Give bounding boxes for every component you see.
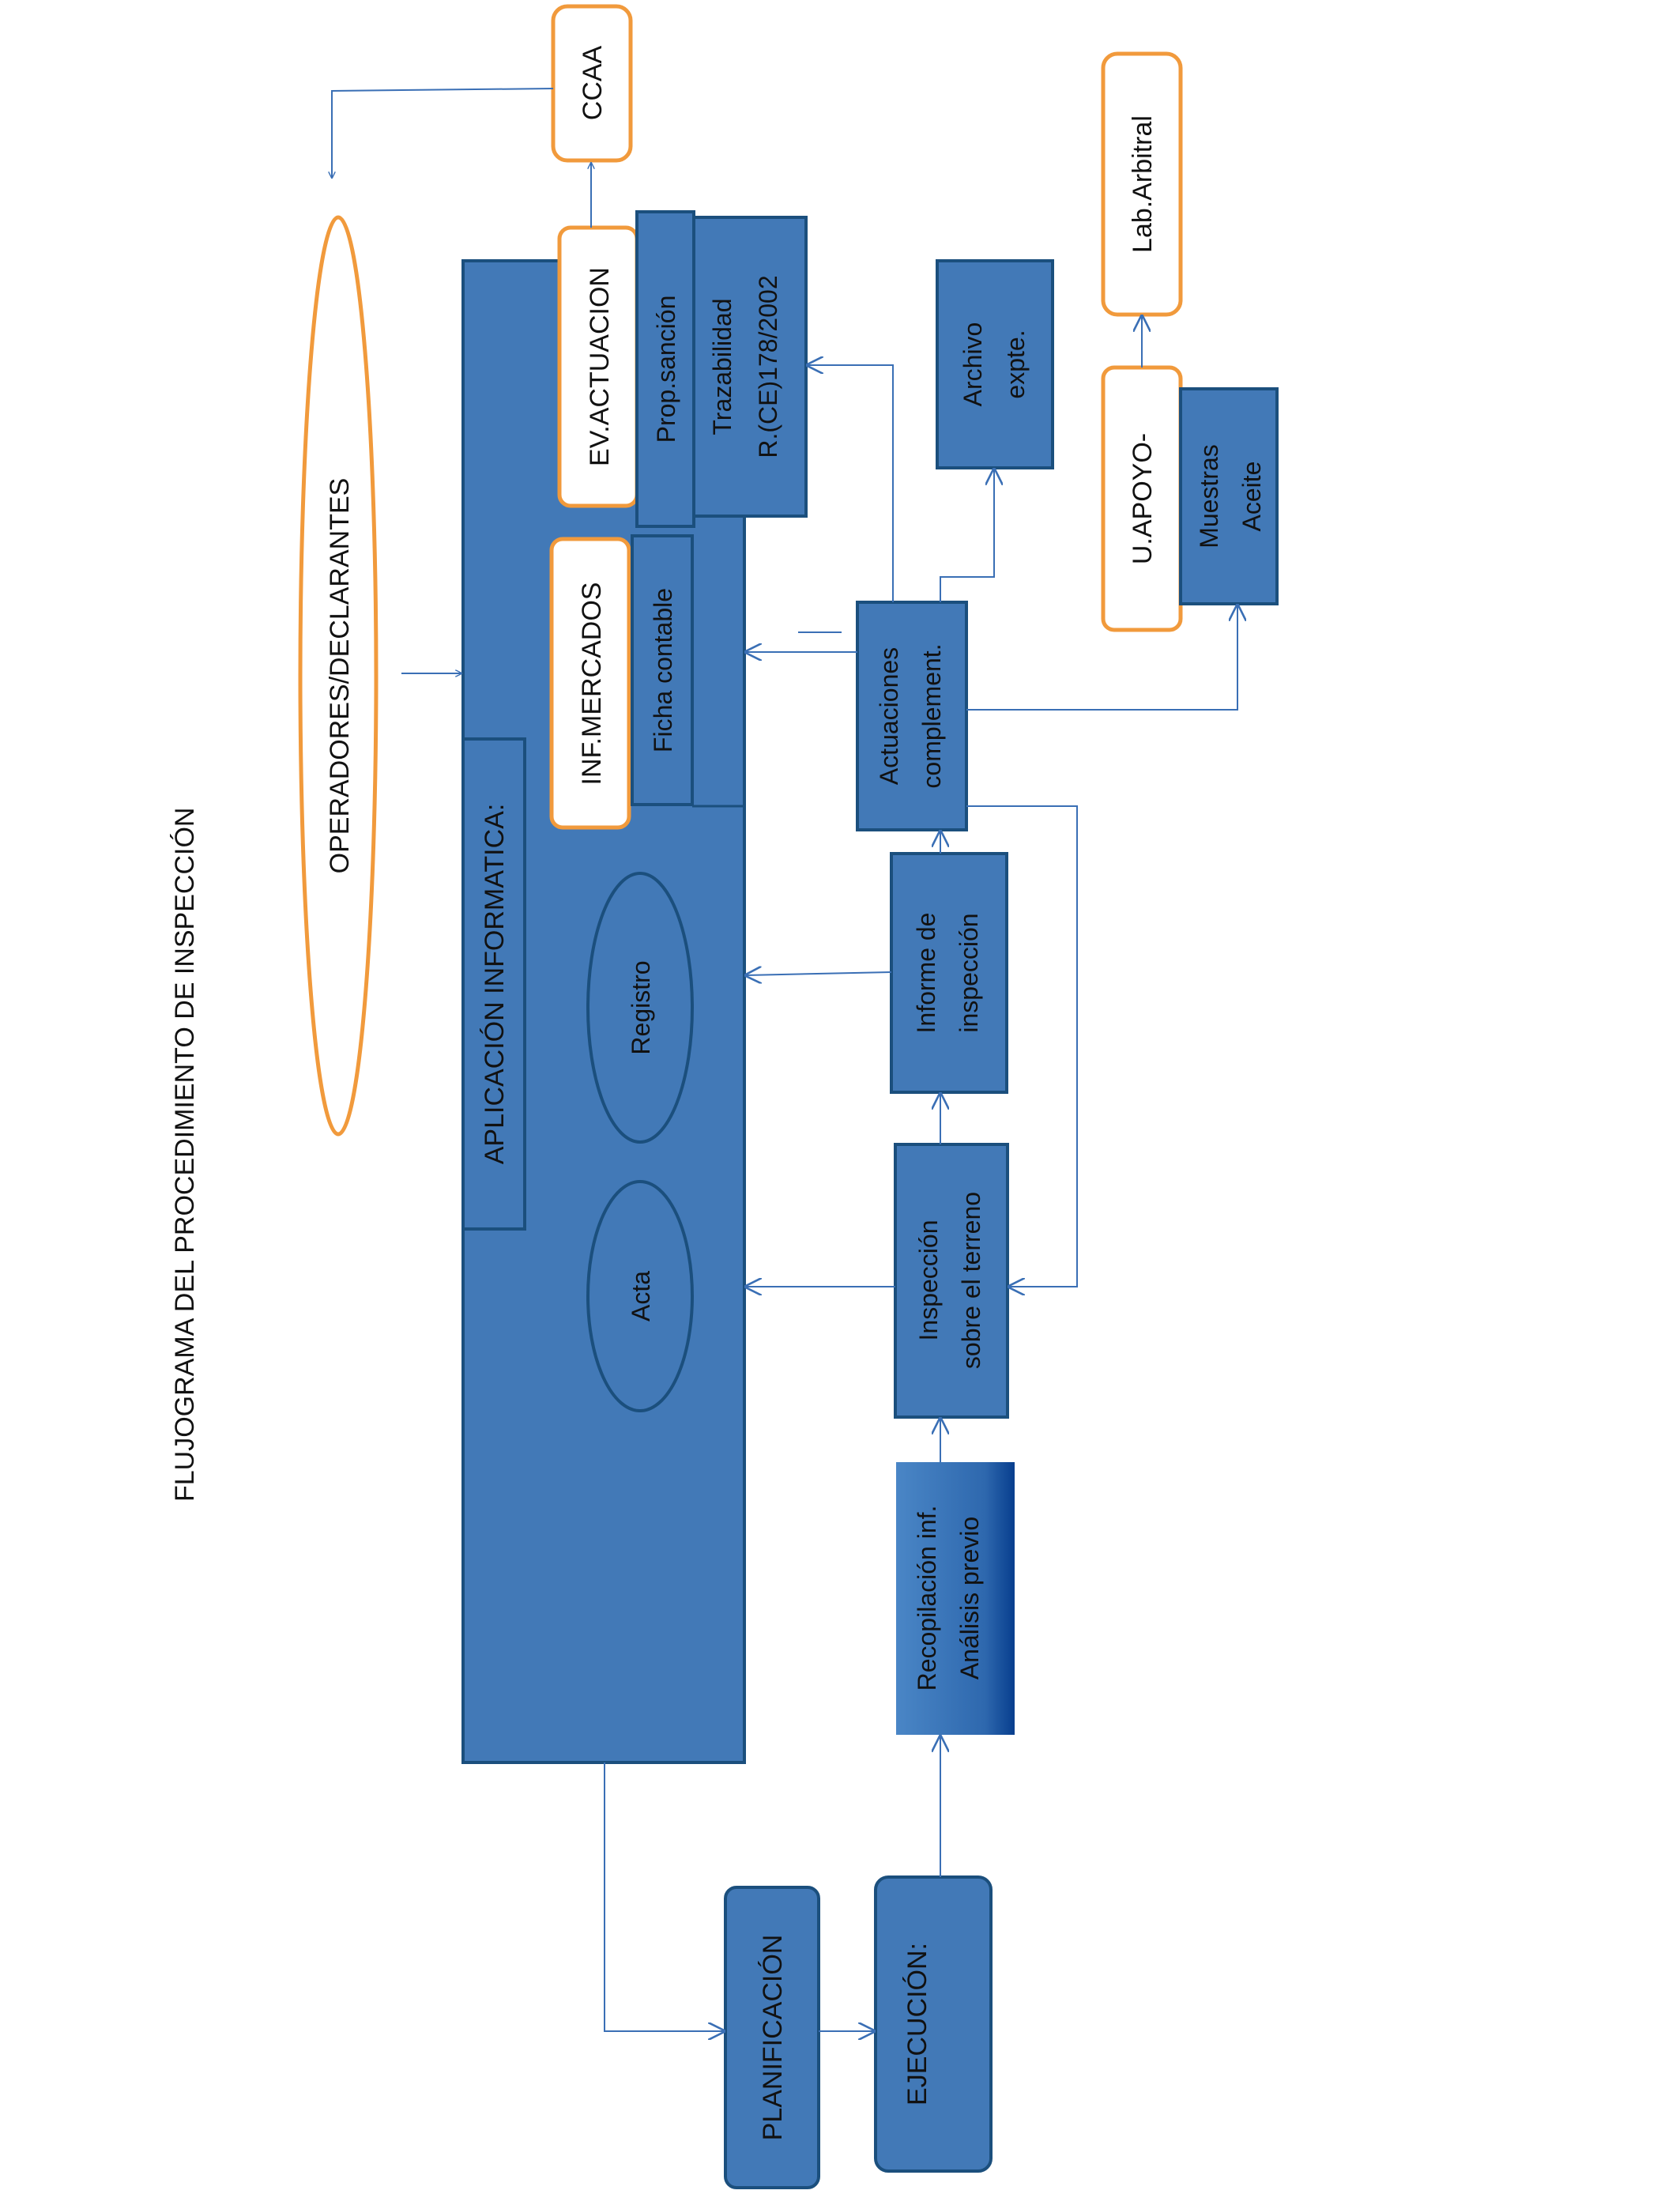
node-ccaa-label: CCAA [578,45,608,120]
node-ejecucion: EJECUCIÓN: [874,1875,993,2173]
node-informe: Informe de inspección [890,852,1008,1094]
node-informe-label-1: Informe de [912,913,940,1034]
node-planificacion-label: PLANIFICACIÓN [758,1935,788,2141]
node-recopilacion-label-1: Recopilación inf. [913,1506,941,1691]
node-registro-label: Registro [627,960,655,1054]
node-inf-mercados-label: INF.MERCADOS [577,582,607,786]
node-u-apoyo-label: U.APOYO- [1128,433,1158,564]
node-operadores: OPERADORES/DECLARANTES [298,215,379,1137]
node-trazabilidad-label-2: R.(CE)178/2002 [754,275,782,458]
node-prop-sancion: Prop.sanción [635,210,695,528]
node-informe-label-2: inspección [955,913,983,1032]
node-aplicacion-label: APLICACIÓN INFORMATICA: [480,804,510,1165]
connectors [332,88,1237,2031]
node-inf-mercados: INF.MERCADOS [549,537,631,830]
edge-ccaa-operadores [332,88,554,178]
diagram-title: FLUJOGRAMA DEL PROCEDIMIENTO DE INSPECCI… [170,808,200,1502]
edge-actuaciones-muestras [966,605,1237,711]
edge-actuaciones-archivo [940,469,994,602]
node-u-apoyo: U.APOYO- [1101,365,1183,632]
node-aplicacion-label-box: APLICACIÓN INFORMATICA: [461,737,526,1231]
node-ev-actuacion-label: EV.ACTUACION [585,267,615,466]
edge-actuaciones-inspeccion [966,805,1078,1287]
node-recopilacion: Recopilación inf. Análisis previo [896,1462,1015,1735]
node-prop-sancion-label: Prop.sanción [652,296,680,443]
node-archivo-label-1: Archivo [959,322,987,407]
node-archivo-label-2: expte. [1001,330,1030,398]
node-trazabilidad-label-1: Trazabilidad [708,298,736,435]
node-ev-actuacion: EV.ACTUACION [557,225,639,508]
node-actuaciones-label-2: complement. [917,643,946,788]
edge-actuaciones-trazabilidad [808,365,894,602]
node-acta-label: Acta [627,1271,655,1321]
edge-informe-aplicacion [746,972,892,975]
node-ccaa: CCAA [551,4,633,163]
node-acta: Acta [586,1180,694,1412]
node-inspeccion-label-1: Inspección [914,1220,943,1341]
node-trazabilidad: Trazabilidad R.(CE)178/2002 [692,216,808,518]
node-ficha-contable-label: Ficha contable [649,588,677,752]
edge-aplicacion-planificacion [604,1762,724,2031]
node-muestras-label-1: Muestras [1195,444,1223,548]
node-inspeccion-label-2: sobre el terreno [957,1192,985,1369]
node-actuaciones-label-1: Actuaciones [875,647,903,785]
node-actuaciones: Actuaciones complement. [856,601,968,831]
node-ficha-contable: Ficha contable [631,534,694,806]
node-lab-arbitral-label: Lab.Arbitral [1128,115,1158,253]
node-inspeccion: Inspección sobre el terreno [894,1143,1009,1419]
node-archivo-expte: Archivo expte. [936,259,1054,469]
node-planificacion: PLANIFICACIÓN [724,1886,820,2189]
node-lab-arbitral: Lab.Arbitral [1101,51,1183,317]
node-operadores-label: OPERADORES/DECLARANTES [325,478,355,874]
node-registro: Registro [586,872,694,1144]
node-ejecucion-label: EJECUCIÓN: [902,1943,932,2105]
node-muestras-label-2: Aceite [1237,462,1266,532]
node-recopilacion-label-2: Análisis previo [955,1517,984,1679]
node-muestras-aceite: Muestras Aceite [1179,387,1279,605]
